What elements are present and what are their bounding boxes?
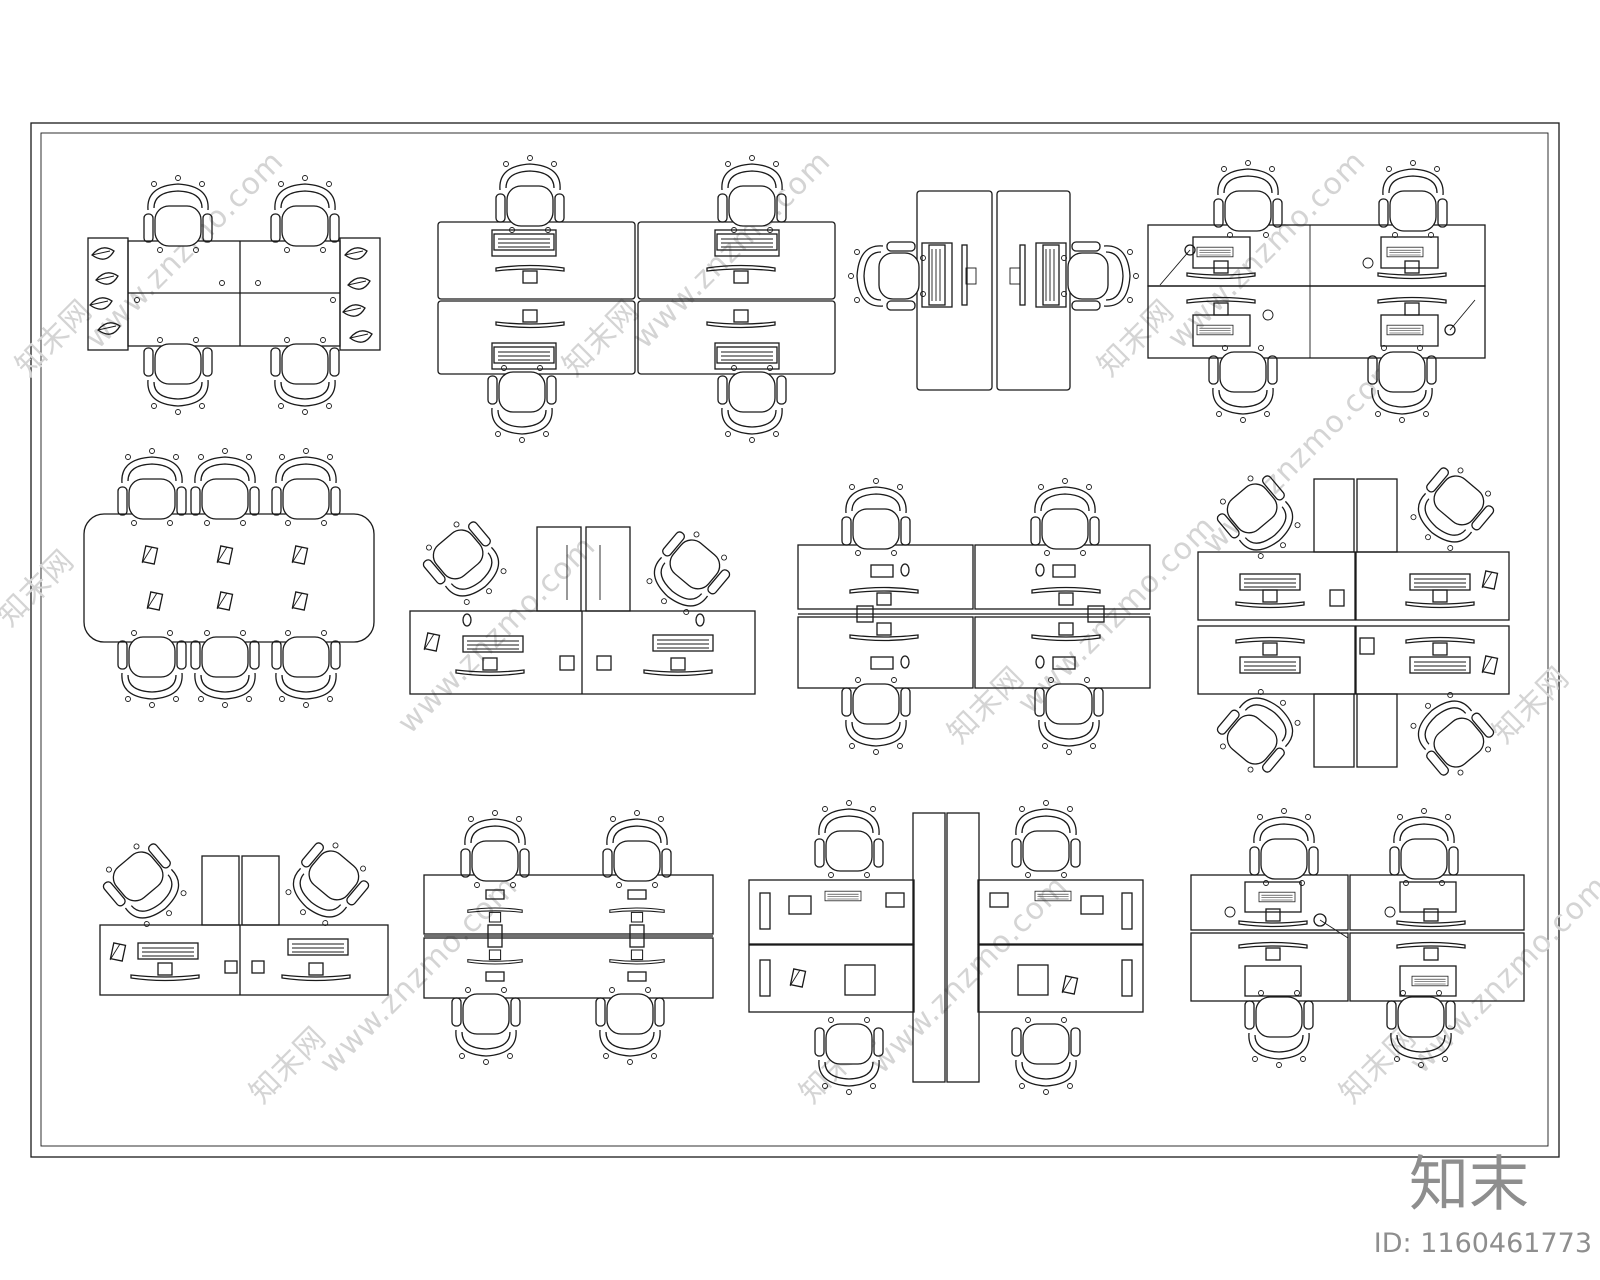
brand-logo: 知末	[1409, 1150, 1529, 1220]
workstation-plan-6	[409, 511, 756, 695]
workstation-plan-2	[437, 154, 836, 444]
watermark-brand: 知末网	[1486, 660, 1577, 751]
workstation-plan-9	[94, 832, 389, 996]
workstation-plan-11	[748, 799, 1144, 1096]
workstation-plan-3	[847, 190, 1140, 391]
workstation-plan-1	[87, 174, 381, 416]
id-label: ID: 1160461773	[1373, 1228, 1592, 1259]
workstation-plan-4	[1147, 159, 1486, 424]
workstation-plan-7	[797, 477, 1151, 756]
workstation-plan-5	[83, 447, 375, 709]
watermark-brand: 知末网	[243, 1020, 334, 1111]
workstation-plan-8	[1197, 457, 1510, 786]
workstation-plan-12	[1190, 807, 1525, 1069]
watermark-url: www.znzmo.com	[1403, 869, 1600, 1081]
workstation-plan-10	[423, 809, 714, 1066]
watermark-brand: 知末网	[941, 660, 1032, 751]
watermark-url: www.znzmo.com	[391, 529, 603, 741]
